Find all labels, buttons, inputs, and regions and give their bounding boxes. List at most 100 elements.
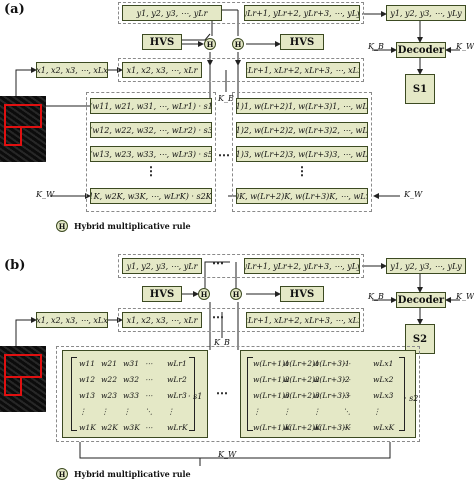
panel-a-legend-text: Hybrid multiplicative rule — [74, 221, 191, 231]
left-matrix-cell: ⋮ — [167, 407, 175, 416]
panel-b-x-second: xLr+1, xLr+2, xLr+3, ⋯, xLx — [246, 312, 360, 328]
panel-a-right-row-2: (w(Lr+1)2, w(Lr+2)2, w(Lr+3)2, ⋯, wLx2) … — [236, 122, 368, 138]
panel-b-x-input: x1, x2, x3, ⋯, xLx — [36, 312, 108, 328]
left-matrix-cell: w3K — [123, 423, 140, 432]
right-matrix-cell: w(Lr+2)K — [283, 423, 321, 432]
panel-b-legend-icon: H — [56, 468, 68, 480]
panel-a-right-row-3: (w(Lr+1)3, w(Lr+2)3, w(Lr+3)3, ⋯, wLx3) … — [236, 146, 368, 162]
left-matrix-cell: w32 — [123, 375, 139, 384]
panel-a-kb-decoder: K_B — [368, 42, 384, 51]
panel-b-hybrid-rule-left-icon: H — [198, 288, 210, 300]
panel-b-y-hdots: ⋯ — [212, 256, 225, 270]
right-matrix-cell: w(Lr+1)2 — [253, 375, 290, 384]
left-matrix-cell: w31 — [123, 359, 139, 368]
panel-b-kb: K_B — [214, 338, 230, 347]
right-matrix-cell: w(Lr+3)K — [313, 423, 351, 432]
left-matrix-cell: w12 — [79, 375, 95, 384]
panel-a-label: (a) — [4, 2, 25, 17]
left-matrix-cell: ⋯ — [145, 423, 153, 432]
panel-b-kw-bottom: K_W — [218, 450, 237, 459]
right-matrix-cell: wLx1 — [373, 359, 394, 368]
panel-a-y-second: yLr+1, yLr+2, yLr+3, ⋯, yLy — [244, 5, 360, 21]
panel-b-s2: S2 — [405, 324, 435, 354]
panel-a-right-row-k: (w(Lr+1)K, w(Lr+2)K, w(Lr+3)K, ⋯, wLxK) … — [236, 188, 368, 204]
panel-a-host-image — [0, 96, 46, 162]
right-matrix-cell: w(Lr+2)2 — [283, 375, 320, 384]
panel-a-left-row-k: (w1K, w2K, w3K, ⋯, wLrK) · s2K−1 — [90, 188, 212, 204]
panel-a-hvs-left: HVS — [142, 34, 182, 50]
right-matrix-cell: ⋮ — [313, 407, 321, 416]
panel-a-left-weights-group — [86, 92, 216, 212]
panel-a-right-weights-group — [232, 92, 372, 212]
left-matrix-cell: ⋯ — [145, 359, 153, 368]
left-matrix-cell: w23 — [101, 391, 117, 400]
right-matrix-cell: w(Lr+3)3 — [313, 391, 350, 400]
panel-a-left-vdots: ⋮ — [145, 164, 158, 178]
panel-b-right-s: · s2 — [404, 394, 419, 403]
panel-a-left-row-2: (w12, w22, w32, ⋯, wLr2) · s3 — [90, 122, 212, 138]
right-matrix-cell: ⋯ — [343, 375, 351, 384]
panel-a-x-second: xLr+1, xLr+2, xLr+3, ⋯, xLx — [246, 62, 360, 78]
panel-b-label: (b) — [4, 258, 26, 273]
left-matrix-cell: ⋮ — [101, 407, 109, 416]
right-matrix-cell: ⋯ — [343, 359, 351, 368]
right-matrix-cell: ⋯ — [343, 391, 351, 400]
left-matrix-cell: w1K — [79, 423, 96, 432]
left-matrix-cell: ⋮ — [123, 407, 131, 416]
panel-b-x-first: x1, x2, x3, ⋯, xLr — [122, 312, 202, 328]
panel-a-middle-hdots: ⋯ — [218, 148, 231, 162]
left-matrix-cell: w2K — [101, 423, 118, 432]
left-matrix-cell: ⋱ — [145, 407, 153, 416]
panel-b-hvs-left: HVS — [142, 286, 182, 302]
right-matrix-cell: w(Lr+1)K — [253, 423, 291, 432]
panel-b-y-second: yLr+1, yLr+2, yLr+3, ⋯, yLy — [244, 258, 360, 274]
left-matrix-cell: wLr3 — [167, 391, 187, 400]
panel-b-hybrid-rule-right-icon: H — [230, 288, 242, 300]
panel-a-legend-icon: H — [56, 220, 68, 232]
panel-a-x-input: x1, x2, x3, ⋯, xLx — [36, 62, 108, 78]
right-matrix-cell: w(Lr+1)3 — [253, 391, 290, 400]
panel-a-x-first: x1, x2, x3, ⋯, xLr — [122, 62, 202, 78]
right-matrix-cell: wLxK — [373, 423, 395, 432]
panel-a-left-row-3: (w13, w23, w33, ⋯, wLr3) · s5 — [90, 146, 212, 162]
panel-a-y-output: y1, y2, y3, ⋯, yLy — [386, 5, 466, 21]
right-matrix-cell: w(Lr+3)2 — [313, 375, 350, 384]
left-matrix-cell: wLr1 — [167, 359, 187, 368]
right-matrix-cell: w(Lr+2)3 — [283, 391, 320, 400]
left-matrix-cell: wLr2 — [167, 375, 187, 384]
left-matrix-cell: w13 — [79, 391, 95, 400]
panel-a-right-row-1: (w(Lr+1)1, w(Lr+2)1, w(Lr+3)1, ⋯, wLx1) … — [236, 98, 368, 114]
right-matrix-cell: w(Lr+1)1 — [253, 359, 290, 368]
panel-b-host-image — [0, 346, 46, 412]
panel-a-kb: K_B — [218, 94, 234, 103]
panel-a-decoder: Decoder — [396, 42, 446, 58]
panel-b-x-group — [118, 308, 364, 332]
panel-a-y-first: y1, y2, y3, ⋯, yLr — [122, 5, 222, 21]
panel-a-hvs-right: HVS — [280, 34, 324, 50]
panel-b-weights-group — [56, 346, 420, 442]
right-matrix-cell: wLx2 — [373, 375, 394, 384]
panel-b-decoder: Decoder — [396, 292, 446, 308]
right-matrix-cell: w(Lr+3)1 — [313, 359, 350, 368]
left-matrix-cell: ⋯ — [145, 375, 153, 384]
panel-b-y-output: y1, y2, y3, ⋯, yLy — [386, 258, 466, 274]
panel-a-left-row-1: (w11, w21, w31, ⋯, wLr1) · s1 — [90, 98, 212, 114]
right-matrix-cell: ⋱ — [343, 407, 351, 416]
left-matrix-cell: ⋯ — [145, 391, 153, 400]
panel-a-hybrid-rule-right-icon: H — [232, 38, 244, 50]
panel-a-kw-left: K_W — [36, 190, 55, 199]
panel-a-x-group — [118, 58, 364, 82]
left-matrix-cell: ⋮ — [79, 407, 87, 416]
panel-a-right-vdots: ⋮ — [296, 164, 309, 178]
panel-b-left-s: · s1 — [188, 392, 203, 401]
left-matrix-cell: w22 — [101, 375, 117, 384]
right-matrix-cell: ⋮ — [373, 407, 381, 416]
right-matrix-cell: w(Lr+2)1 — [283, 359, 320, 368]
left-matrix-cell: w33 — [123, 391, 139, 400]
right-matrix-cell: ⋮ — [283, 407, 291, 416]
left-matrix-cell: wLrK — [167, 423, 188, 432]
left-matrix-cell: w11 — [79, 359, 95, 368]
